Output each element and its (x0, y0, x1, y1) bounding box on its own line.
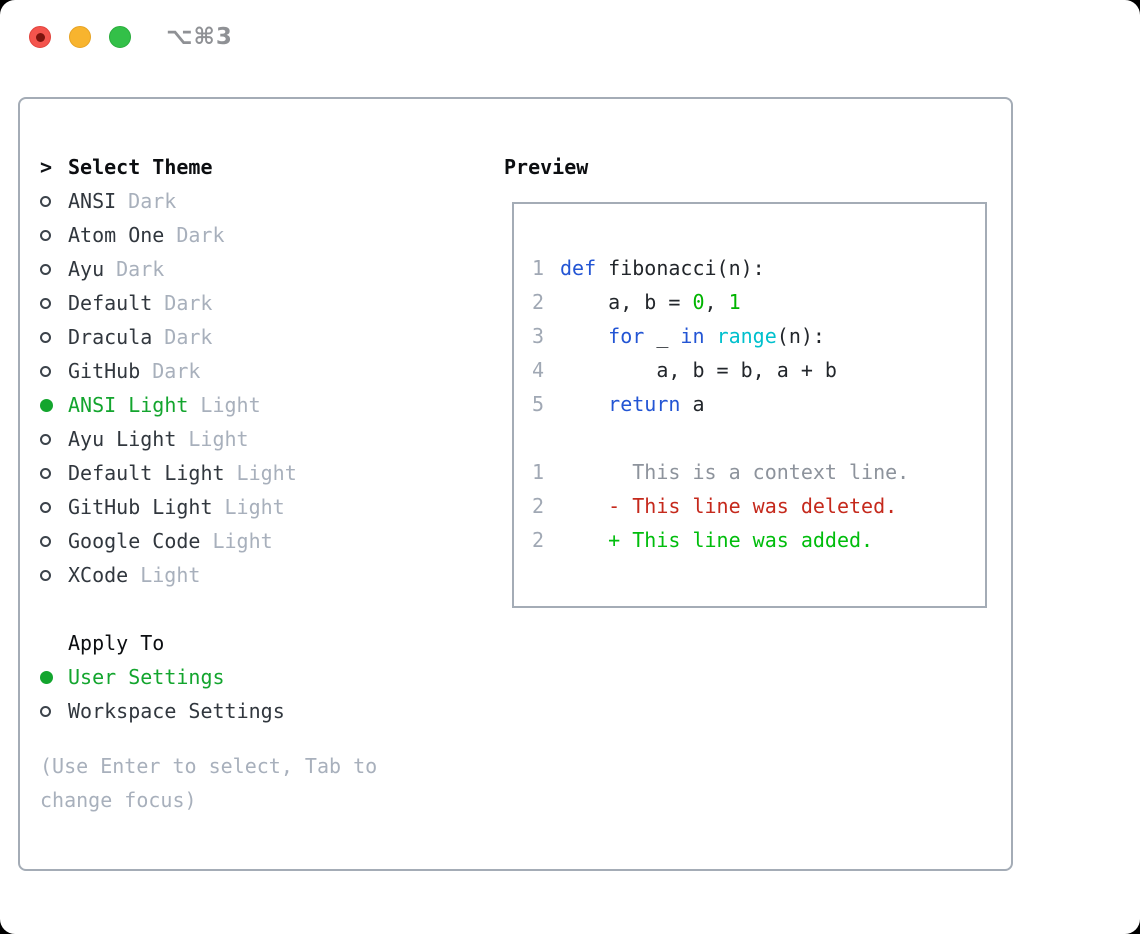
theme-option-default-dark[interactable]: Default Dark (40, 286, 297, 320)
theme-variant: Dark (152, 359, 201, 383)
theme-name: GitHub (68, 359, 141, 383)
radio-selected-icon (40, 670, 68, 684)
radio-selected-icon (40, 398, 68, 412)
cursor-arrow-icon: > (40, 155, 53, 179)
radio-icon (40, 195, 68, 207)
section-title: Select Theme (68, 155, 213, 179)
theme-variant: Light (200, 393, 261, 417)
theme-option-github-light[interactable]: GitHub Light Light (40, 490, 297, 524)
theme-option-ayu-dark[interactable]: Ayu Dark (40, 252, 297, 286)
close-dot-icon (35, 32, 45, 42)
apply-option-label: User Settings (68, 665, 225, 689)
theme-option-google-code[interactable]: Google Code Light (40, 524, 297, 558)
diff-context-line: 1 This is a context line. (532, 460, 910, 484)
titlebar: ⌥⌘3 (0, 0, 1140, 97)
code-line: 5 return a (532, 392, 705, 416)
theme-option-atom-one-dark[interactable]: Atom One Dark (40, 218, 297, 252)
radio-icon (40, 705, 68, 717)
theme-variant: Light (140, 563, 201, 587)
radio-icon (40, 263, 68, 275)
radio-icon (40, 365, 68, 377)
theme-name: Default Light (68, 461, 225, 485)
theme-variant: Light (188, 427, 249, 451)
theme-variant: Dark (176, 223, 225, 247)
theme-name: XCode (68, 563, 129, 587)
hint-text: (Use Enter to select, Tab to change focu… (40, 754, 378, 812)
theme-option-github-dark[interactable]: GitHub Dark (40, 354, 297, 388)
theme-name: Dracula (68, 325, 153, 349)
code-line: 3 for _ in range(n): (532, 324, 825, 348)
preview-title: Preview (504, 155, 589, 179)
theme-variant: Light (236, 461, 297, 485)
code-line: 2 a, b = 0, 1 (532, 290, 741, 314)
minimize-button[interactable] (69, 26, 91, 48)
theme-option-ayu-light[interactable]: Ayu Light Light (40, 422, 297, 456)
theme-variant: Light (224, 495, 285, 519)
section-title: Apply To (68, 631, 165, 655)
theme-name: Ayu Light (68, 427, 177, 451)
theme-list: > Select Theme ANSI Dark Atom One Dark A… (40, 150, 297, 592)
theme-variant: Dark (128, 189, 177, 213)
diff-deleted-line: 2 - This line was deleted. (532, 494, 898, 518)
diff-added-line: 2 + This line was added. (532, 528, 874, 552)
theme-name: Default (68, 291, 153, 315)
radio-icon (40, 535, 68, 547)
radio-icon (40, 569, 68, 581)
theme-name: Atom One (68, 223, 165, 247)
close-button[interactable] (29, 26, 51, 48)
theme-option-dracula-dark[interactable]: Dracula Dark (40, 320, 297, 354)
blank-line (532, 421, 985, 455)
select-theme-header: > Select Theme (40, 150, 297, 184)
radio-icon (40, 501, 68, 513)
theme-variant: Light (212, 529, 273, 553)
apply-option-user-settings[interactable]: User Settings (40, 660, 285, 694)
radio-icon (40, 467, 68, 479)
theme-name: Ayu (68, 257, 105, 281)
theme-option-xcode[interactable]: XCode Light (40, 558, 297, 592)
theme-variant: Dark (164, 325, 213, 349)
theme-variant: Dark (164, 291, 213, 315)
radio-icon (40, 297, 68, 309)
radio-icon (40, 331, 68, 343)
apply-option-label: Workspace Settings (68, 699, 285, 723)
theme-name: GitHub Light (68, 495, 213, 519)
main-panel: > Select Theme ANSI Dark Atom One Dark A… (18, 97, 1013, 871)
apply-to-section: Apply To User Settings Workspace Setting… (40, 626, 285, 728)
theme-option-ansi-dark[interactable]: ANSI Dark (40, 184, 297, 218)
theme-option-default-light[interactable]: Default Light Light (40, 456, 297, 490)
radio-icon (40, 433, 68, 445)
theme-name: Google Code (68, 529, 201, 553)
theme-name: ANSI (68, 189, 117, 213)
apply-to-header: Apply To (40, 626, 285, 660)
zoom-button[interactable] (109, 26, 131, 48)
radio-icon (40, 229, 68, 241)
theme-option-ansi-light-selected[interactable]: ANSI Light Light (40, 388, 297, 422)
window-title: ⌥⌘3 (166, 24, 233, 50)
apply-option-workspace-settings[interactable]: Workspace Settings (40, 694, 285, 728)
code-line: 4 a, b = b, a + b (532, 358, 837, 382)
theme-name: ANSI Light (68, 393, 189, 417)
theme-variant: Dark (116, 257, 165, 281)
